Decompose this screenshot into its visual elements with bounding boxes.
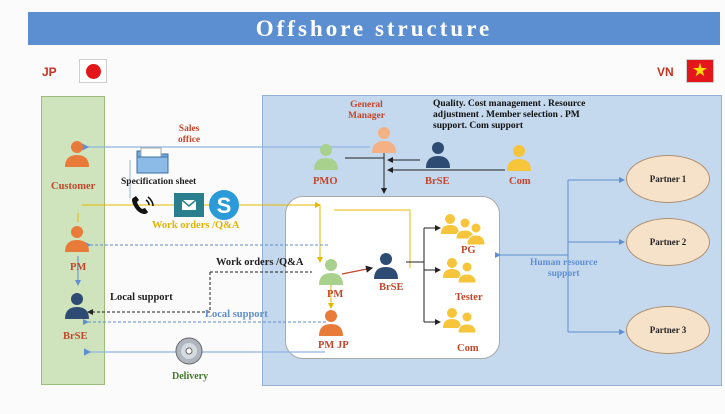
human-resource-links <box>495 177 625 335</box>
brse-top-label: BrSE <box>425 176 450 187</box>
quality-note: Quality. Cost management . Resource adju… <box>433 99 586 131</box>
partner-1: Partner 1 <box>626 155 710 203</box>
pg-label: PG <box>461 245 476 256</box>
jp-label: JP <box>42 65 57 79</box>
disc-icon <box>175 337 203 365</box>
pmo-label: PMO <box>313 176 338 187</box>
mail-icon <box>174 193 204 217</box>
page-title: Offshore structure <box>255 15 493 41</box>
partner-3-label: Partner 3 <box>649 325 687 335</box>
vietnam-star-icon: ★ <box>686 59 714 83</box>
tester-label: Tester <box>455 292 483 303</box>
brse-jp-side-label: BrSE <box>63 331 88 342</box>
svg-text:S: S <box>217 193 232 218</box>
pm-vn-person-icon <box>319 259 343 285</box>
pm-jp-label: PM JP <box>318 340 349 351</box>
com-group-icon <box>443 308 477 334</box>
brse-top-person-icon <box>426 142 450 168</box>
title-bar: Offshore structure <box>28 12 720 45</box>
partner-3: Partner 3 <box>626 306 710 354</box>
general-manager-person-icon <box>372 127 396 153</box>
pg-group-icon <box>441 214 486 246</box>
phone-icon <box>132 196 154 214</box>
general-manager-label: General Manager <box>348 100 385 122</box>
work-orders-top-label: Work orders /Q&A <box>152 220 240 231</box>
team-links <box>328 225 441 325</box>
pm-jp-side-label: PM <box>70 262 87 273</box>
delivery-label: Delivery <box>172 371 209 382</box>
japan-sun-icon <box>79 59 107 83</box>
partner-2: Partner 2 <box>626 218 710 266</box>
brse-vn-label: BrSE <box>379 282 404 293</box>
skype-icon: S <box>209 190 239 220</box>
partner-2-label: Partner 2 <box>649 237 687 247</box>
pmo-person-icon <box>314 144 338 170</box>
work-orders-mid-label: Work orders /Q&A <box>216 257 304 268</box>
customer-person-icon <box>65 141 89 167</box>
brse-jp-side-person-icon <box>65 293 89 319</box>
brse-vn-person-icon <box>374 253 398 279</box>
com-top-person-icon <box>507 145 531 171</box>
human-resource-label: Human resource support <box>530 258 597 280</box>
pm-jp-person-icon <box>319 310 343 336</box>
pm-jp-side-person-icon <box>65 226 89 252</box>
vn-label: VN <box>657 65 674 79</box>
management-links <box>345 152 505 194</box>
sales-office-line-2: office <box>178 135 201 145</box>
local-support-black-label: Local support <box>110 292 173 303</box>
customer-label: Customer <box>51 181 96 192</box>
tester-group-icon <box>443 258 477 284</box>
human-resource-line-1: Human resource <box>530 258 598 268</box>
com-top-label: Com <box>509 176 531 187</box>
human-resource-line-2: support <box>547 269 580 279</box>
partner-1-label: Partner 1 <box>649 174 687 184</box>
pm-vn-label: PM <box>327 289 344 300</box>
sales-office-line-1: Sales <box>178 124 200 134</box>
folder-icon <box>136 147 169 174</box>
specification-sheet-label: Specification sheet <box>121 177 197 187</box>
general-manager-line-2: Manager <box>348 111 385 121</box>
general-manager-line-1: General <box>350 100 383 110</box>
sales-office-label: Sales office <box>178 124 200 146</box>
local-support-blue-label: Local support <box>205 309 268 320</box>
jp-pm-link <box>75 242 330 325</box>
com-team-label: Com <box>457 343 479 354</box>
